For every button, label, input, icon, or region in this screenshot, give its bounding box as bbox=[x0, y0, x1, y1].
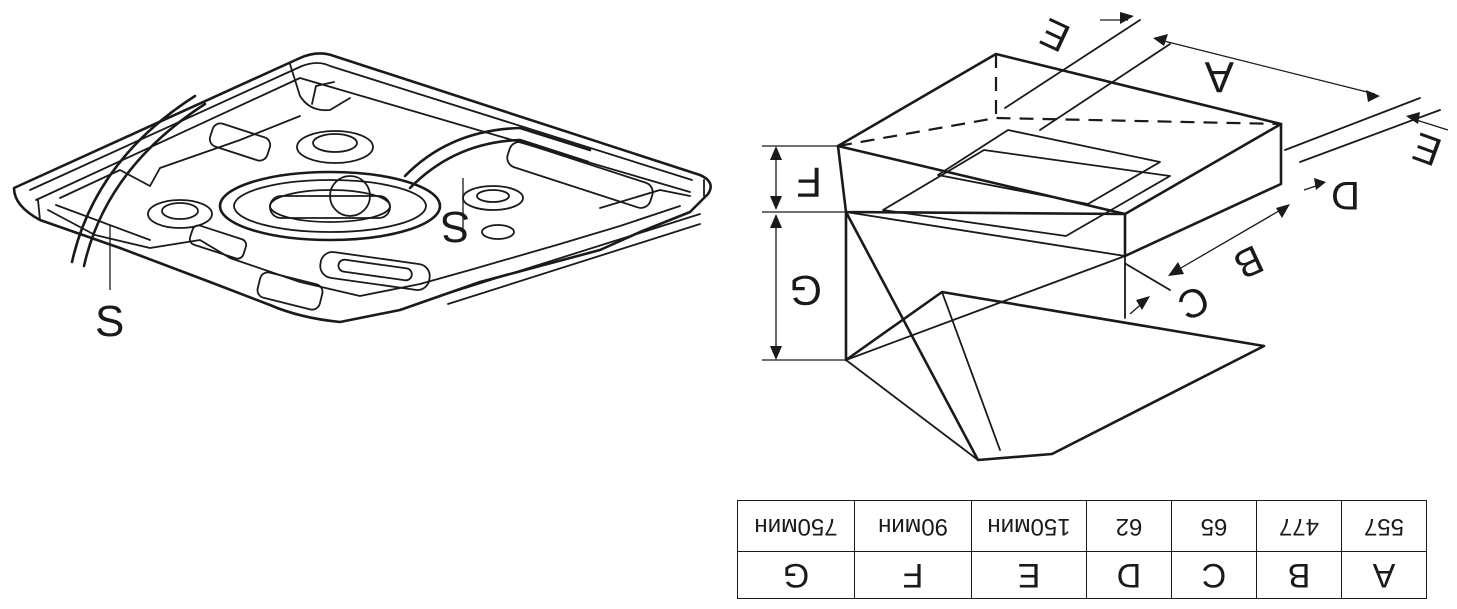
table-value-cell: 477 bbox=[1256, 500, 1342, 552]
cassette-unit-drawing bbox=[12, 52, 712, 324]
table-value-cell: 90мин bbox=[854, 500, 972, 552]
label-F: F bbox=[796, 159, 822, 206]
label-B: B bbox=[1227, 236, 1270, 287]
table-header-cell: C bbox=[1171, 551, 1257, 599]
table-header-cell: D bbox=[1086, 551, 1172, 599]
label-G: G bbox=[789, 267, 822, 314]
table-value-row: 557 477 65 62 150мин 90мин 750мин bbox=[737, 500, 1427, 552]
s-label-right: S bbox=[441, 202, 470, 251]
label-C: C bbox=[1171, 276, 1216, 328]
table-header-cell: B bbox=[1256, 551, 1342, 599]
label-D: D bbox=[1331, 173, 1360, 217]
dimension-table: A B C D E F G 557 477 65 62 150мин 90мин… bbox=[737, 500, 1427, 599]
table-header-row: A B C D E F G bbox=[737, 551, 1427, 599]
label-E-right: E bbox=[1407, 123, 1447, 173]
table-header-cell: F bbox=[854, 551, 972, 599]
s-label-left: S bbox=[95, 297, 124, 346]
label-E-top: E bbox=[1034, 9, 1077, 60]
label-A: A bbox=[1204, 52, 1234, 101]
table-header-cell: A bbox=[1341, 551, 1427, 599]
table-header-cell: E bbox=[971, 551, 1087, 599]
table-value-cell: 65 bbox=[1171, 500, 1257, 552]
installation-clearance-drawing bbox=[762, 12, 1449, 462]
table-header-cell: G bbox=[737, 551, 855, 599]
table-value-cell: 557 bbox=[1341, 500, 1427, 552]
table-value-cell: 62 bbox=[1086, 500, 1172, 552]
table-value-cell: 150мин bbox=[971, 500, 1087, 552]
table-value-cell: 750мин bbox=[737, 500, 855, 552]
